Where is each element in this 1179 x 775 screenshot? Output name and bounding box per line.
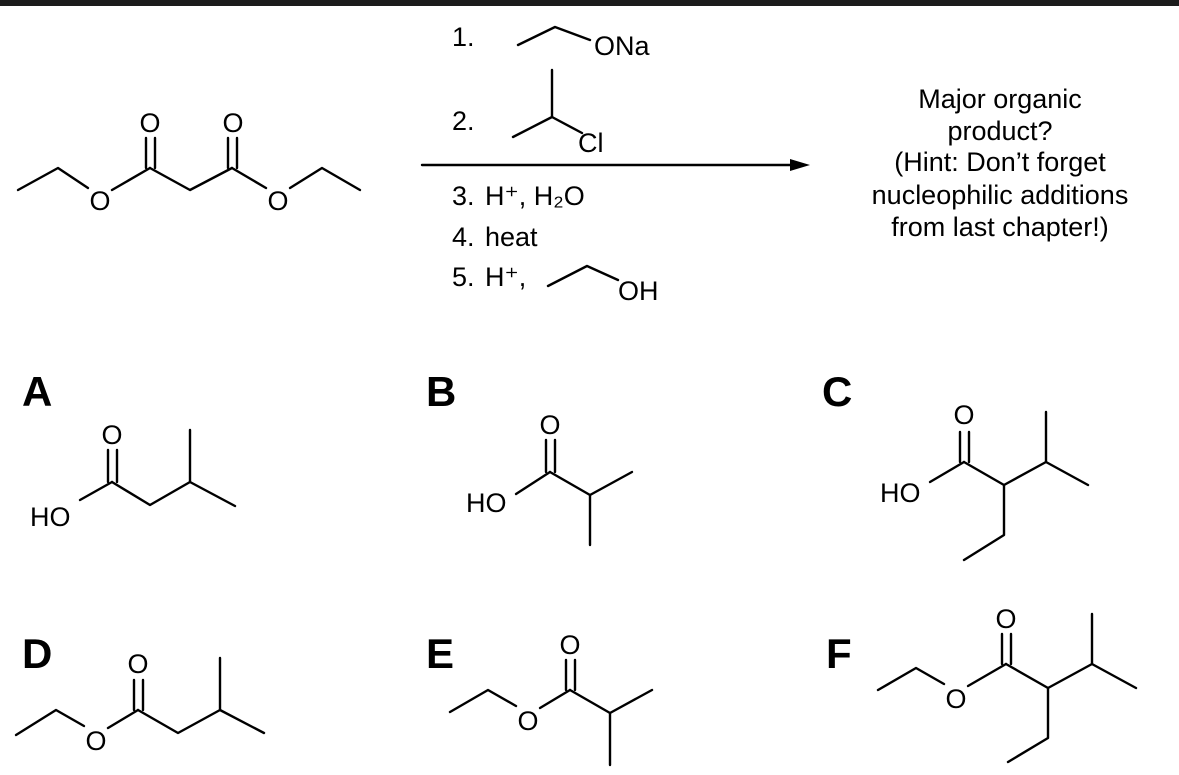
starting-material-diethyl-malonate: O O O O <box>16 108 362 216</box>
choice-e-ester-oxygen: O <box>517 706 538 736</box>
choice-d-ester-oxygen: O <box>85 726 106 756</box>
top-bar <box>0 0 1179 6</box>
question-line-3: (Hint: Don’t forget <box>894 147 1106 177</box>
question-line-2: product? <box>947 116 1052 146</box>
choice-b[interactable]: B HO O <box>426 368 634 547</box>
step-2-number: 2. <box>452 106 475 136</box>
choice-d[interactable]: D O O <box>14 630 266 756</box>
choice-a-carbonyl-oxygen: O <box>101 420 122 450</box>
choice-e-letter: E <box>426 630 454 677</box>
question-line-1: Major organic <box>918 84 1082 114</box>
ester-oxygen-right: O <box>267 186 288 216</box>
reagent-steps: 1. ONa 2. Cl 3. H⁺, H₂O 4. heat 5. H⁺, O… <box>452 22 659 306</box>
choice-f-carbonyl-oxygen: O <box>995 604 1016 634</box>
choice-f-letter: F <box>826 630 852 677</box>
step-3-number: 3. <box>452 181 475 211</box>
step-1-reagent: ONa <box>594 31 651 61</box>
choice-b-letter: B <box>426 368 456 415</box>
choice-a-hydroxyl: HO <box>30 502 71 532</box>
step-5-text: H⁺, <box>485 262 526 292</box>
choice-d-letter: D <box>22 630 52 677</box>
step-4-number: 4. <box>452 222 475 252</box>
choice-a[interactable]: A HO O <box>22 368 237 532</box>
step-1-number: 1. <box>452 22 475 52</box>
step-3-text: H⁺, H₂O <box>485 181 585 211</box>
step-4-text: heat <box>485 222 538 252</box>
question-text: Major organic product? (Hint: Don’t forg… <box>872 84 1129 242</box>
step-2-reagent: Cl <box>578 128 604 158</box>
choice-e-carbonyl-oxygen: O <box>559 630 580 660</box>
choice-c-hydroxyl: HO <box>880 478 921 508</box>
choice-c-carbonyl-oxygen: O <box>953 400 974 430</box>
reaction-arrow <box>420 159 810 171</box>
choice-a-letter: A <box>22 368 52 415</box>
question-line-4: nucleophilic additions <box>872 180 1129 210</box>
choice-f[interactable]: F O O <box>826 604 1138 764</box>
choice-f-ester-oxygen: O <box>945 684 966 714</box>
step-5-number: 5. <box>452 262 475 292</box>
choice-b-carbonyl-oxygen: O <box>539 410 560 440</box>
carbonyl-oxygen-left: O <box>139 108 160 138</box>
choice-b-hydroxyl: HO <box>466 488 507 518</box>
choice-c[interactable]: C HO O <box>822 368 1090 562</box>
choice-c-letter: C <box>822 368 852 415</box>
ester-oxygen-left: O <box>89 186 110 216</box>
choice-e[interactable]: E O O <box>426 630 654 767</box>
choice-d-carbonyl-oxygen: O <box>127 649 148 679</box>
carbonyl-oxygen-right: O <box>222 108 243 138</box>
question-line-5: from last chapter!) <box>891 212 1109 242</box>
step-5-reagent: OH <box>618 276 659 306</box>
